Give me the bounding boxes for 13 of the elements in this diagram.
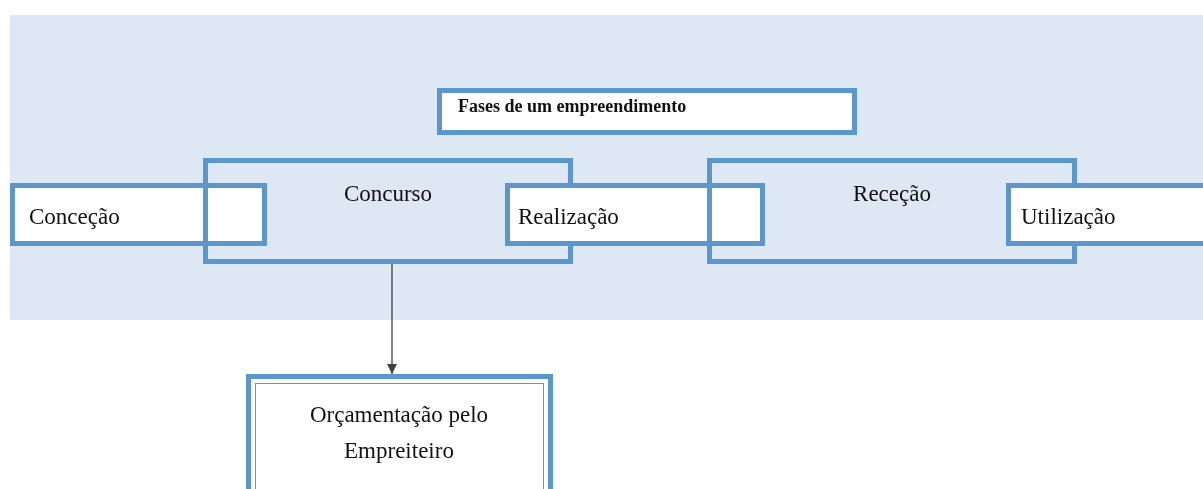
process-box (246, 374, 553, 489)
title-box (437, 88, 857, 135)
phase-label: Receção (853, 181, 931, 207)
phase-label: Conceção (29, 204, 120, 230)
phase-label: Utilização (1021, 204, 1116, 230)
phase-label: Realização (518, 204, 619, 230)
phase-label: Concurso (343, 181, 433, 207)
phase-label: Orçamentação pelo Empreiteiro (308, 401, 490, 465)
process-box (10, 183, 267, 246)
phase-label: Fases de um empreendimento (458, 95, 687, 118)
process-box (505, 183, 765, 246)
process-box (1006, 183, 1203, 246)
arrow (387, 263, 397, 375)
